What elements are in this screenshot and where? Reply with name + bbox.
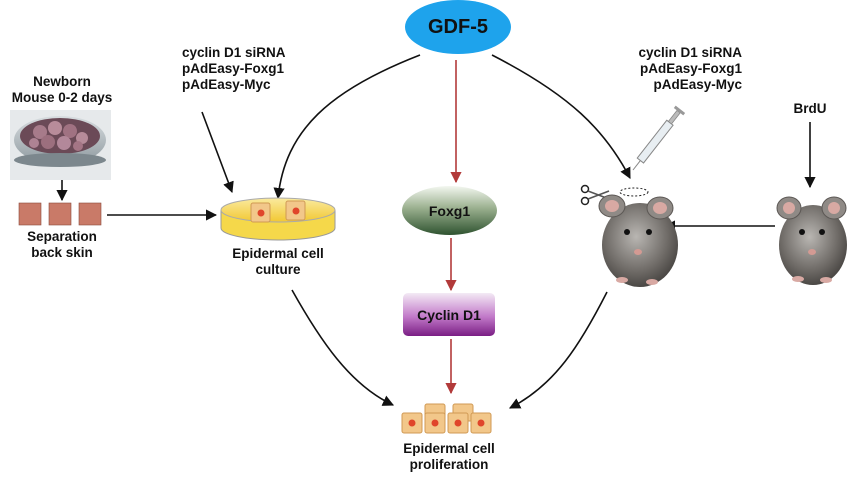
arrow-treatments-culture — [201, 111, 234, 194]
proliferation-label: Epidermal cell proliferation — [387, 441, 511, 473]
arrow-gdf5-mouse — [491, 54, 631, 179]
culture-label: Epidermal cell culture — [221, 246, 335, 278]
cyclin-d1-node: Cyclin D1 — [403, 293, 495, 336]
treatments-right-line2: pAdEasy-Foxg1 — [639, 61, 742, 76]
brdu-label: BrdU — [793, 101, 827, 116]
mouse-brdu-image — [776, 196, 847, 285]
treatments-right-label: cyclin D1 siRNA pAdEasy-Foxg1 pAdEasy-My… — [620, 45, 742, 93]
arrow-culture-proliferation — [291, 289, 395, 406]
syringe-icon — [632, 105, 686, 171]
treatments-left-label: cyclin D1 siRNA pAdEasy-Foxg1 pAdEasy-My… — [182, 45, 286, 93]
petri-dish-image — [10, 110, 111, 180]
newborn-label-line2: Mouse 0-2 days — [11, 90, 113, 105]
treatments-left-line2: pAdEasy-Foxg1 — [182, 61, 285, 76]
separation-label-line1: Separation — [27, 229, 97, 244]
newborn-label-line1: Newborn — [33, 74, 91, 89]
separation-label: Separation back skin — [0, 229, 124, 261]
gdf5-node: GDF-5 — [405, 0, 511, 54]
culture-dish — [220, 197, 336, 241]
skin-pieces — [18, 202, 102, 226]
treatments-right-line3: pAdEasy-Myc — [653, 77, 742, 92]
culture-label-line1: Epidermal cell — [232, 246, 324, 261]
culture-label-line2: culture — [255, 262, 301, 277]
proliferation-label-line1: Epidermal cell — [403, 441, 495, 456]
treatments-right-line1: cyclin D1 siRNA — [638, 45, 742, 60]
separation-label-line2: back skin — [31, 245, 93, 260]
scissors-icon — [580, 184, 610, 206]
mouse-treated-image — [598, 187, 678, 287]
proliferation-label-line2: proliferation — [409, 457, 489, 472]
proliferation-cells — [401, 403, 492, 434]
newborn-label: Newborn Mouse 0-2 days — [0, 74, 124, 106]
arrow-gdf5-culture — [273, 54, 421, 200]
treatments-left-line1: cyclin D1 siRNA — [182, 45, 286, 60]
foxg1-node: Foxg1 — [402, 186, 497, 235]
treatments-left-line3: pAdEasy-Myc — [182, 77, 271, 92]
arrow-mouse-proliferation — [509, 291, 608, 409]
